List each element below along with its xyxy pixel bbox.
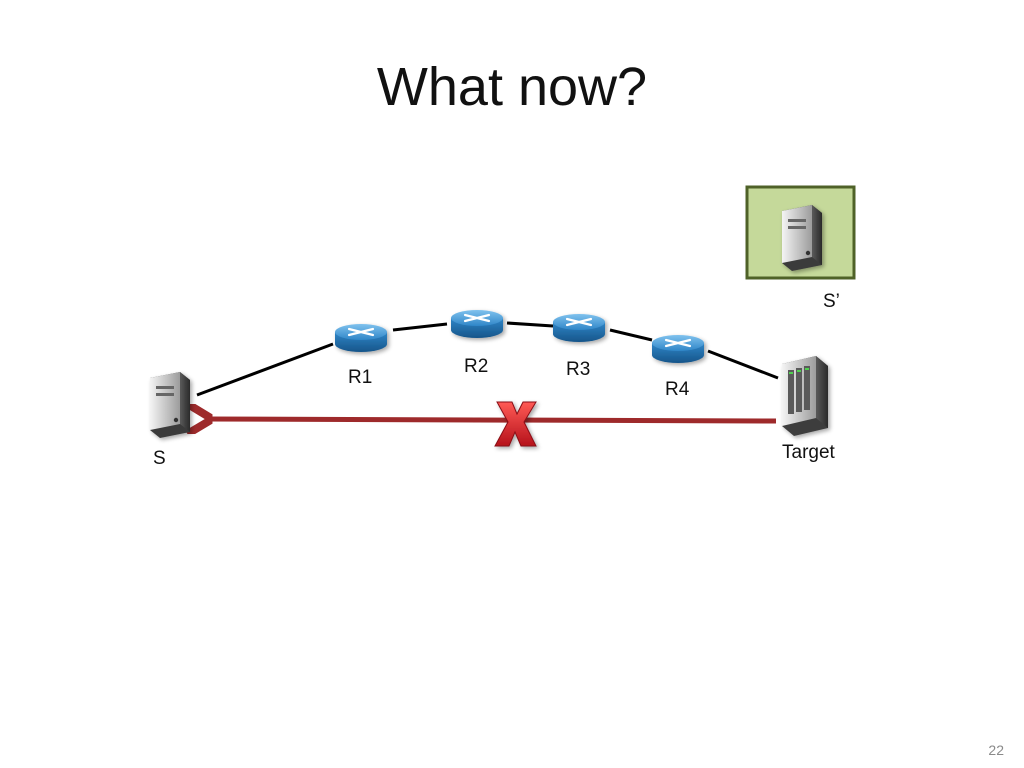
server-tower-icon (782, 205, 822, 271)
link-r3-r4 (609, 328, 653, 342)
links (196, 321, 779, 397)
label-r4: R4 (665, 379, 690, 400)
label-r2: R2 (464, 356, 489, 377)
link-r2-r3 (506, 321, 554, 328)
label-r3: R3 (566, 359, 591, 380)
red-x-icon (494, 401, 537, 447)
label-target: Target (782, 442, 835, 463)
return-path-arrow (205, 419, 777, 421)
link-s-r1 (196, 342, 334, 397)
label-alt-source: S’ (823, 291, 840, 312)
server-tower-icon (150, 372, 190, 438)
router-icon (553, 314, 605, 342)
router-icon (652, 335, 704, 363)
label-r1: R1 (348, 367, 373, 388)
router-icon (335, 324, 387, 352)
page-number: 22 (988, 742, 1004, 758)
router-icon (451, 310, 503, 338)
link-r1-r2 (392, 322, 448, 332)
rack-server-icon (782, 356, 828, 436)
slide-title: What now? (376, 57, 648, 117)
label-source: S (153, 448, 166, 469)
link-r4-target (707, 349, 779, 380)
